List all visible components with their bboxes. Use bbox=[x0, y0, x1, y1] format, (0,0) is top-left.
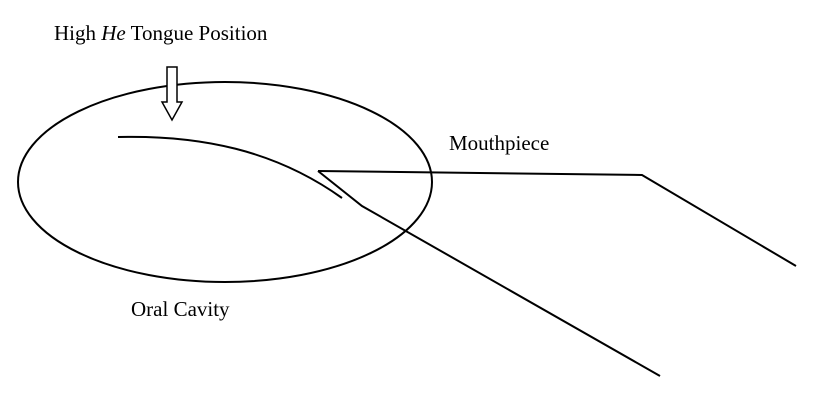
mouthpiece-upper-edge bbox=[317, 170, 797, 267]
tongue-curve bbox=[117, 135, 343, 199]
tongue-position-italic: He bbox=[101, 21, 126, 45]
tongue-position-label: High He Tongue Position bbox=[54, 23, 267, 44]
down-arrow-icon bbox=[160, 66, 184, 122]
tongue-position-suffix: Tongue Position bbox=[125, 21, 268, 45]
mouthpiece-lower-edge bbox=[317, 170, 661, 377]
oral-cavity-ellipse bbox=[17, 81, 433, 283]
tongue-position-prefix: High bbox=[54, 21, 102, 45]
oral-cavity-label: Oral Cavity bbox=[131, 297, 230, 321]
mouthpiece-label: Mouthpiece bbox=[449, 131, 550, 155]
